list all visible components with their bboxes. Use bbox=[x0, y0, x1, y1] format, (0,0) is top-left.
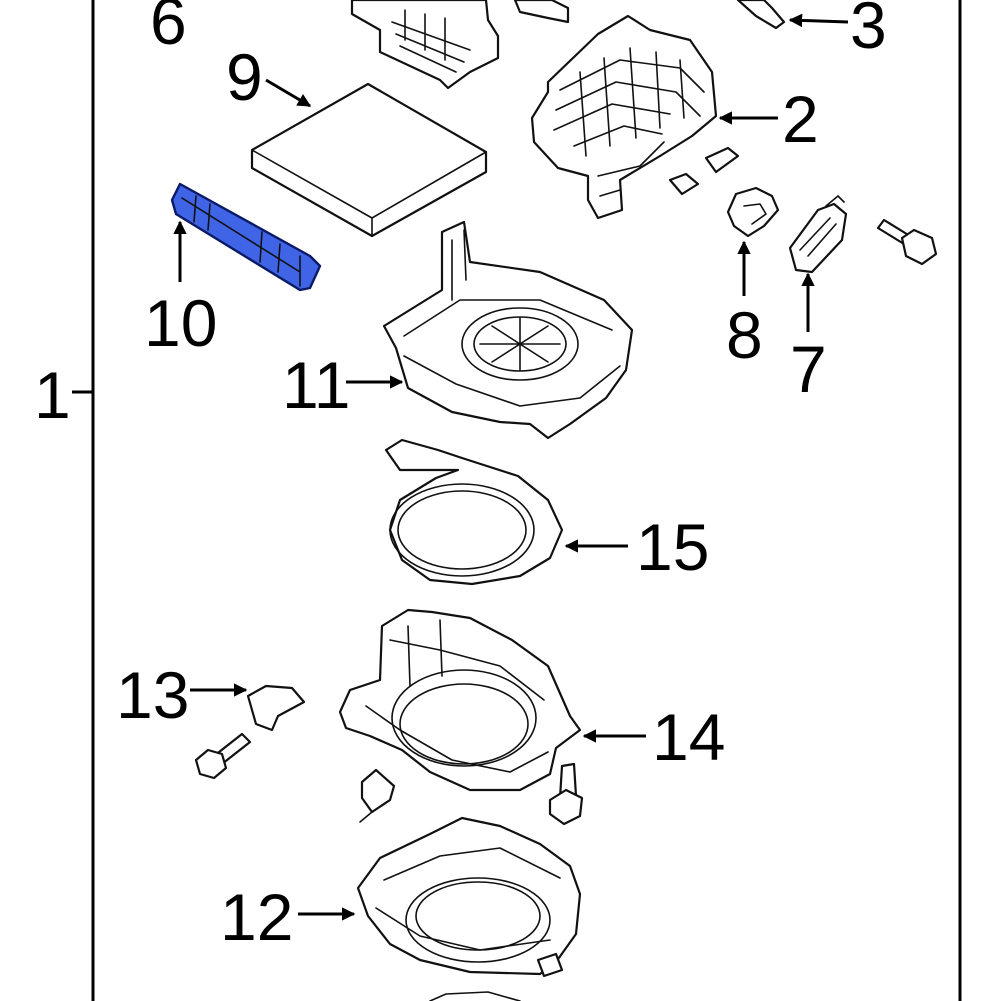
part-10-filter-cover[interactable] bbox=[170, 182, 322, 292]
callouts: 6 3 9 2 10 8 7 1 11 15 13 14 12 bbox=[34, 0, 887, 954]
part-8-clip[interactable] bbox=[726, 186, 780, 238]
part-14-lower-housing[interactable] bbox=[338, 608, 582, 792]
leader-9 bbox=[265, 78, 312, 108]
callout-9: 9 bbox=[226, 40, 263, 114]
small-bracket[interactable] bbox=[359, 768, 396, 823]
callout-10: 10 bbox=[144, 286, 217, 360]
bolt-left[interactable] bbox=[194, 732, 252, 780]
small-clip-a[interactable] bbox=[704, 146, 740, 174]
bolt-top-right[interactable] bbox=[876, 218, 938, 266]
leader-3 bbox=[788, 13, 849, 28]
callout-8: 8 bbox=[726, 298, 763, 372]
callout-2: 2 bbox=[782, 82, 819, 156]
callout-14: 14 bbox=[652, 700, 725, 774]
part-11-upper-housing[interactable] bbox=[382, 220, 634, 440]
callout-6: 6 bbox=[150, 0, 187, 58]
part-12-bottom-housing[interactable] bbox=[356, 816, 582, 978]
callout-3: 3 bbox=[850, 0, 887, 62]
callout-11: 11 bbox=[282, 348, 351, 422]
part-15-gasket[interactable] bbox=[384, 438, 564, 586]
part-9-filter[interactable] bbox=[250, 82, 488, 238]
stud-bolt[interactable] bbox=[548, 762, 584, 826]
callout-15: 15 bbox=[636, 510, 709, 584]
callout-7: 7 bbox=[790, 332, 827, 406]
part-13-clip[interactable] bbox=[246, 684, 306, 732]
part-2-intake-housing[interactable] bbox=[530, 14, 718, 220]
part-3-clip[interactable] bbox=[736, 0, 786, 30]
leader-lines bbox=[173, 13, 849, 921]
assembly-frame bbox=[72, 0, 962, 1001]
small-clip-b[interactable] bbox=[668, 172, 700, 196]
callout-12: 12 bbox=[220, 880, 293, 954]
part-7-resistor[interactable] bbox=[788, 195, 848, 274]
callout-1: 1 bbox=[34, 358, 71, 432]
part-partial-bottom bbox=[429, 991, 521, 1001]
part-6-housing[interactable] bbox=[350, 0, 570, 90]
callout-13: 13 bbox=[116, 658, 189, 732]
